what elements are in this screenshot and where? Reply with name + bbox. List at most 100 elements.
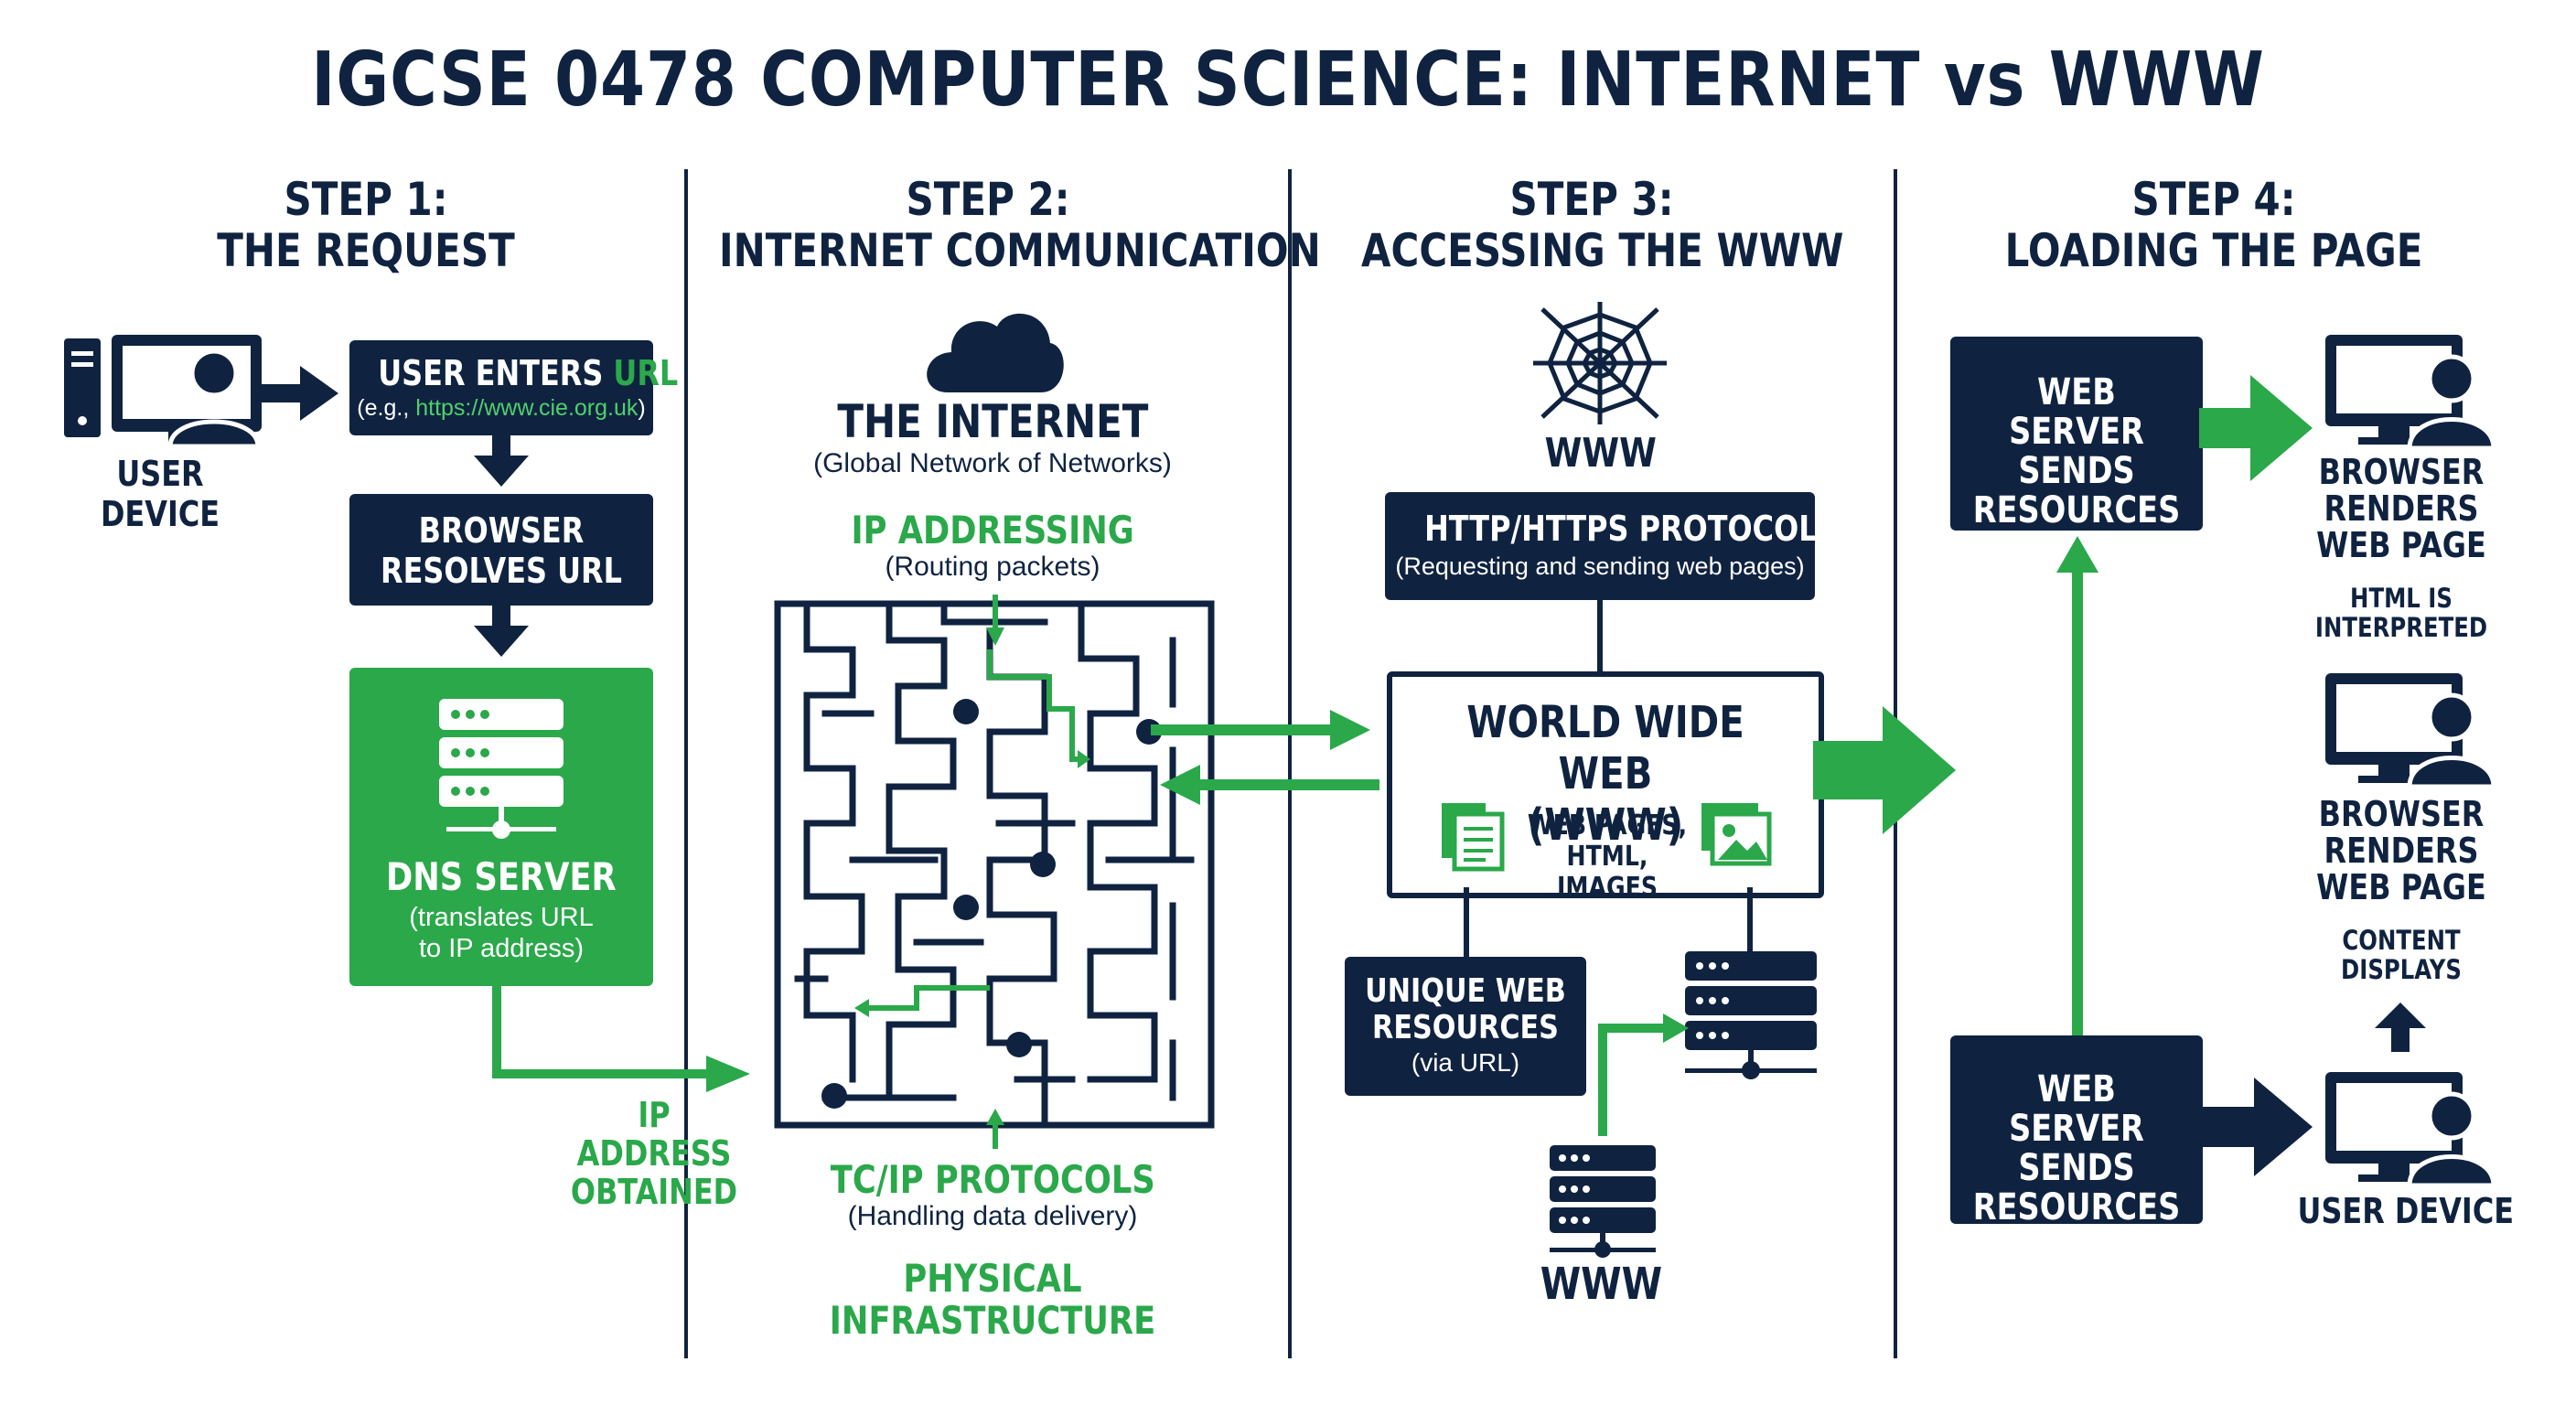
- www-box-line2: (WWW): [1527, 799, 1684, 851]
- ip-addressing-sub: (Routing packets): [885, 552, 1100, 582]
- web-pages-line1: WEB PAGES,: [1527, 810, 1688, 842]
- step-1-heading: STEP 1: THE REQUEST: [174, 174, 558, 276]
- tcpip-sub: (Handling data delivery): [847, 1201, 1138, 1231]
- unique-sub: (via URL): [1411, 1048, 1520, 1077]
- web-server-top-box: WEB SERVER SENDS RESOURCES: [1950, 337, 2203, 531]
- big-arrow-right: [1813, 706, 1956, 834]
- renders-1-line2: RENDERS: [2324, 488, 2479, 529]
- server-top-line3: RESOURCES: [1972, 489, 2181, 531]
- example-suffix: ): [638, 395, 646, 421]
- renders-label-1: BROWSER RENDERS WEB PAGE: [2287, 454, 2516, 563]
- step-3-heading: STEP 3: ACCESSING THE WWW: [1361, 173, 1844, 277]
- internet-subtitle: (Global Network of Networks): [813, 448, 1172, 478]
- spider-web-icon: [1533, 302, 1667, 424]
- dns-sub-line2: to IP address): [418, 934, 584, 963]
- www-box: WORLD WIDE WEB (WWW) WEB PAGES, HTML, IM…: [1387, 671, 1824, 904]
- server-stack-icon: [1685, 951, 1817, 1079]
- dns-sub-line1: (translates URL: [409, 903, 594, 932]
- renders-2-line2: RENDERS: [2324, 831, 2479, 871]
- server-top-line2: SENDS: [2018, 450, 2135, 492]
- http-protocols-box: HTTP/HTTPS PROTOCOLS (Requesting and sen…: [1385, 492, 1839, 600]
- www-top-label: WWW: [1544, 430, 1658, 477]
- browser-resolves-line1: BROWSER: [418, 510, 585, 551]
- server-bottom-line3: RESOURCES: [1972, 1186, 2181, 1228]
- physical-line1: PHYSICAL: [903, 1256, 1082, 1301]
- renders-1-line3: WEB PAGE: [2316, 525, 2486, 565]
- web-pages-line2: HTML, IMAGES: [1556, 841, 1658, 904]
- user-enters-url-box: USER ENTERS URL (e.g., https://www.cie.o…: [349, 340, 678, 435]
- connector-line: [1597, 600, 1603, 673]
- page-title: IGCSE 0478 COMPUTER SCIENCE: INTERNET vs…: [311, 37, 2265, 123]
- html-interpreted-label: HTML IS INTERPRETED: [2287, 584, 2516, 642]
- ip-obtained-line1: IP ADDRESS: [576, 1095, 732, 1174]
- ip-obtained-line2: OBTAINED: [570, 1172, 738, 1212]
- document-icon: [1442, 803, 1505, 872]
- vertical-green-arrow: [2056, 536, 2098, 1037]
- step-3-title: ACCESSING THE WWW: [1361, 224, 1844, 277]
- www-box-line1: WORLD WIDE WEB: [1466, 697, 1744, 799]
- step-2-number: STEP 2:: [906, 173, 1070, 226]
- monitor-user-icon: [2325, 335, 2496, 451]
- dns-title: DNS SERVER: [386, 854, 617, 899]
- content-line2: DISPLAYS: [2341, 954, 2462, 985]
- server-bottom-line1: WEB SERVER: [2009, 1068, 2144, 1150]
- html-interpreted-line1: HTML IS: [2350, 583, 2453, 614]
- arrow-down-small-icon: [986, 595, 1004, 646]
- user-device-icon: [64, 335, 262, 449]
- renders-1-line1: BROWSER: [2318, 452, 2485, 492]
- arrow-down-icon: [474, 606, 529, 657]
- content-displays-label: CONTENT DISPLAYS: [2287, 926, 2516, 984]
- web-server-bottom-box: WEB SERVER SENDS RESOURCES: [1950, 1035, 2203, 1228]
- green-connector-arrow: [1598, 1014, 1689, 1136]
- arrow-up-small-icon: [986, 1109, 1004, 1149]
- url-highlight: URL: [613, 353, 679, 393]
- dns-server-box: DNS SERVER (translates URL to IP address…: [349, 668, 653, 986]
- monitor-user-icon: [2325, 1072, 2496, 1188]
- step-3-number: STEP 3:: [1509, 173, 1674, 226]
- step-4-title: LOADING THE PAGE: [2004, 224, 2423, 277]
- browser-resolves-line2: RESOLVES URL: [381, 551, 622, 591]
- bidirectional-arrows: [1151, 710, 1379, 805]
- ip-obtained-connector: [492, 986, 750, 1092]
- divider-1: [684, 169, 688, 1358]
- unique-resources-box: UNIQUE WEB RESOURCES (via URL): [1345, 957, 1586, 1096]
- ip-addressing-label: IP ADDRESSING: [851, 508, 1134, 552]
- image-icon: [1701, 803, 1772, 866]
- example-url: https://www.cie.org.uk: [415, 395, 639, 421]
- http-sub: (Requesting and sending web pages): [1395, 552, 1805, 580]
- content-line1: CONTENT: [2342, 925, 2461, 956]
- cloud-icon: [927, 313, 1064, 392]
- step-1-number: STEP 1:: [284, 173, 448, 226]
- divider-2: [1288, 169, 1292, 1358]
- example-prefix: (e.g.,: [357, 395, 416, 421]
- renders-label-2: BROWSER RENDERS WEB PAGE: [2287, 796, 2516, 906]
- arrow-right-navy: [2199, 1078, 2313, 1176]
- internet-maze-network: [774, 600, 1215, 1129]
- user-device-label: USER DEVICE: [100, 454, 220, 534]
- arrow-right-icon: [258, 366, 338, 421]
- tcpip-label: TC/IP PROTOCOLS: [830, 1157, 1155, 1202]
- step-2-heading: STEP 2: INTERNET COMMUNICATION: [719, 173, 1321, 277]
- arrow-up-icon: [2375, 1003, 2426, 1052]
- step-1-title: THE REQUEST: [217, 224, 515, 277]
- step-2-title: INTERNET COMMUNICATION: [719, 224, 1321, 277]
- physical-line2: INFRASTRUCTURE: [829, 1298, 1156, 1343]
- physical-infrastructure-label: PHYSICAL INFRASTRUCTURE: [787, 1258, 1198, 1342]
- server-top-line1: WEB SERVER: [2009, 371, 2144, 453]
- unique-line2: RESOURCES: [1372, 1009, 1559, 1046]
- internet-title: THE INTERNET: [836, 395, 1149, 448]
- http-title: HTTP/HTTPS PROTOCOLS: [1424, 509, 1839, 549]
- user-device-label-right: USER DEVICE: [2297, 1191, 2515, 1231]
- enters-url-text: USER ENTERS: [378, 353, 614, 393]
- server-bottom-line2: SENDS: [2018, 1147, 2135, 1189]
- browser-resolves-box: BROWSER RESOLVES URL: [349, 494, 653, 606]
- server-stack-icon: [439, 699, 564, 839]
- unique-line1: UNIQUE WEB: [1365, 972, 1566, 1010]
- html-interpreted-line2: INTERPRETED: [2314, 612, 2488, 643]
- arrow-right-green: [2199, 375, 2313, 481]
- monitor-user-icon: [2325, 673, 2496, 789]
- connector-line: [1464, 887, 1469, 960]
- ip-obtained-label: IP ADDRESS OBTAINED: [540, 1096, 768, 1211]
- server-stack-icon: [1550, 1145, 1656, 1258]
- renders-2-line1: BROWSER: [2318, 794, 2485, 834]
